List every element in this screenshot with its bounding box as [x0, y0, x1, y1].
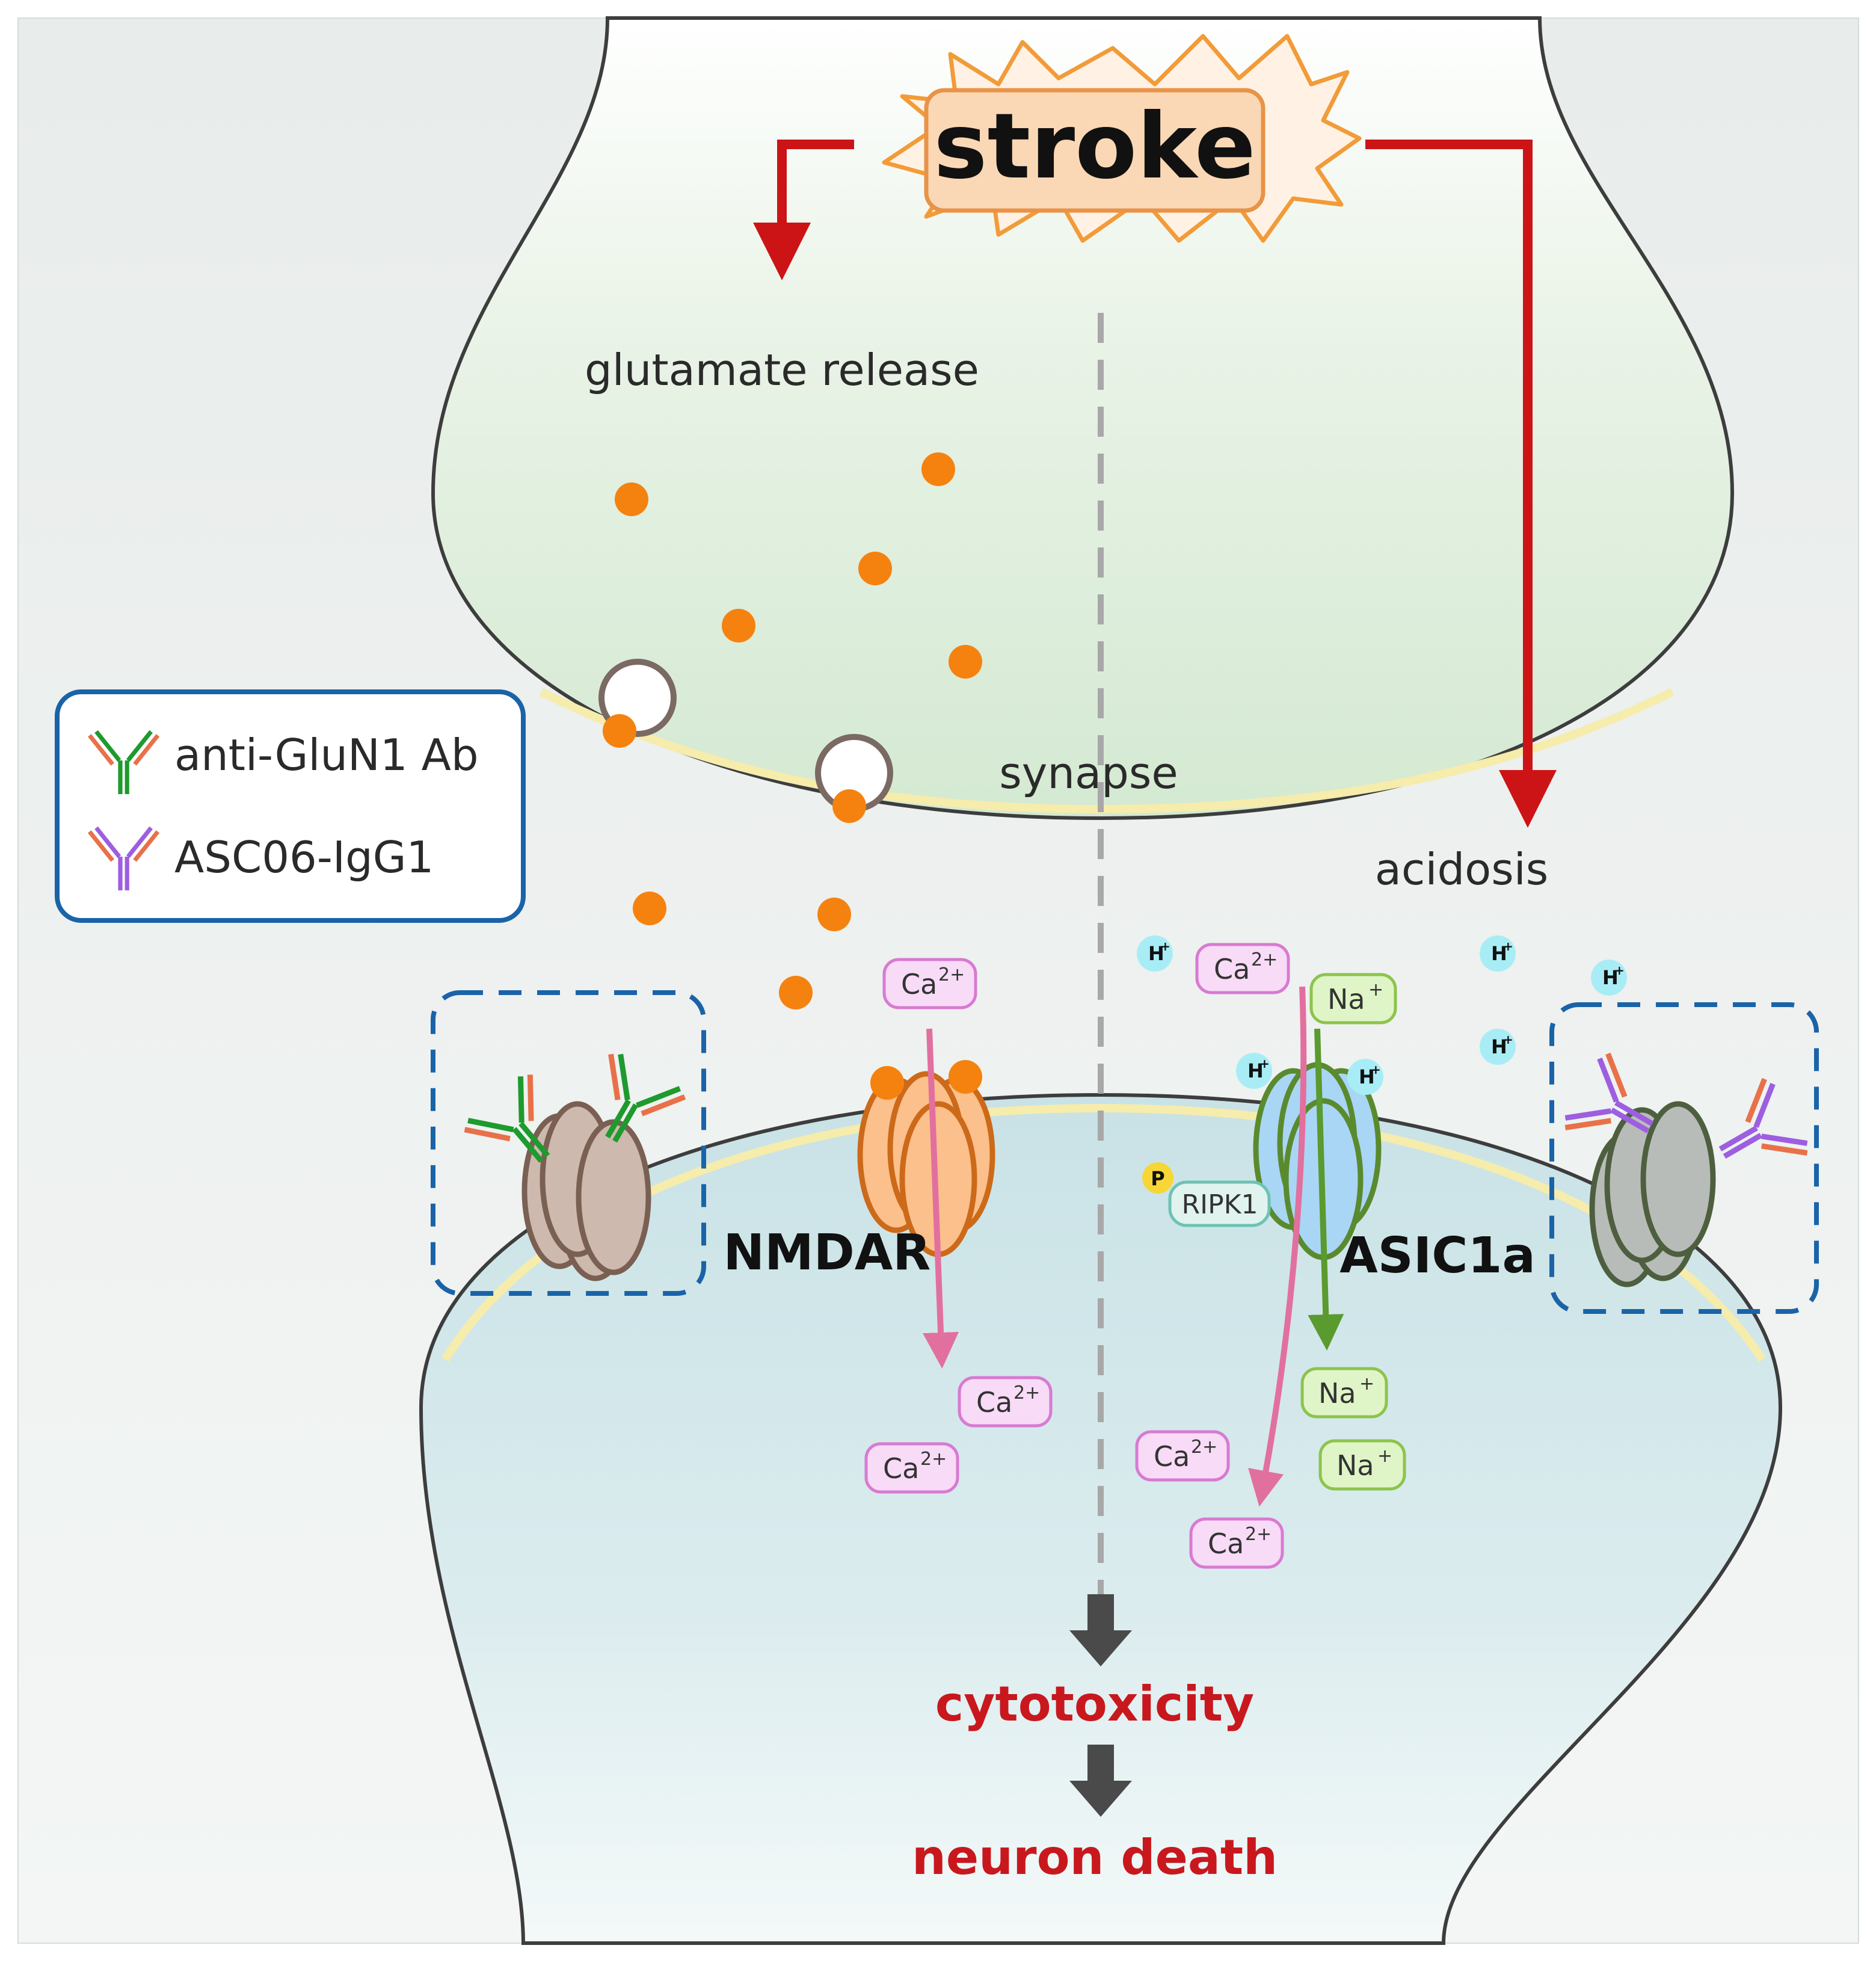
svg-text:+: +: [1503, 939, 1513, 954]
asic1a-antibody-inset: [1549, 1002, 1819, 1314]
svg-text:Ca: Ca: [976, 1386, 1012, 1419]
proton: H +: [1236, 1053, 1272, 1089]
acidosis-pathway-arrow: [1365, 140, 1557, 828]
asic1a-calcium-influx-arrow: [1248, 986, 1307, 1507]
calcium-ion: Ca 2+: [882, 958, 977, 1009]
nmdar-label: NMDAR: [724, 1224, 931, 1281]
svg-text:Na: Na: [1336, 1449, 1374, 1482]
svg-text:+: +: [1371, 1062, 1381, 1077]
svg-text:H: H: [1602, 966, 1619, 989]
svg-text:Ca: Ca: [883, 1452, 919, 1485]
sodium-ion: Na +: [1300, 1367, 1388, 1419]
nmdar-calcium-influx-arrow: [923, 1028, 959, 1369]
blocked-nmdar-channel: [521, 1101, 651, 1281]
svg-text:2+: 2+: [1191, 1437, 1217, 1458]
legend-label-anti-glun1: anti-GluN1 Ab: [174, 730, 479, 780]
svg-text:+: +: [1160, 939, 1170, 954]
calcium-ion: Ca 2+: [1189, 1517, 1284, 1569]
svg-text:+: +: [1259, 1056, 1270, 1071]
svg-text:+: +: [1359, 1373, 1374, 1394]
stroke-burst-icon: [882, 34, 1362, 243]
calcium-ion: Ca 2+: [1195, 943, 1290, 994]
legend-label-asc06: ASC06-IgG1: [174, 832, 434, 883]
svg-text:2+: 2+: [1245, 1524, 1272, 1545]
glutamate-pathway-arrow: [753, 140, 854, 280]
glutamate-molecule: [817, 898, 851, 931]
svg-text:Ca: Ca: [1154, 1440, 1190, 1473]
glutamate-molecule: [722, 609, 755, 643]
cytotoxicity-label: cytotoxicity: [935, 1676, 1254, 1732]
glutamate-molecule: [603, 714, 636, 748]
proton: H +: [1480, 935, 1516, 972]
ripk1-label: RIPK1: [1182, 1189, 1258, 1220]
asic1a-sodium-influx-arrow: [1308, 1028, 1344, 1351]
proton: H +: [1480, 1029, 1516, 1065]
svg-text:Na: Na: [1318, 1377, 1356, 1410]
sodium-ion: Na +: [1309, 973, 1397, 1025]
svg-text:2+: 2+: [938, 964, 965, 985]
sodium-ion: Na +: [1318, 1439, 1406, 1491]
proton: H +: [1347, 1059, 1383, 1095]
calcium-ion: Ca 2+: [1135, 1430, 1230, 1482]
bound-glutamate: [870, 1066, 904, 1100]
presynaptic-terminal: [431, 16, 1735, 821]
bound-glutamate: [949, 1060, 982, 1094]
glutamate-molecule: [921, 452, 955, 486]
svg-text:2+: 2+: [1013, 1382, 1040, 1404]
glutamate-molecules: [603, 452, 982, 1009]
nmdar-antibody-inset: [431, 990, 706, 1296]
svg-text:+: +: [1614, 963, 1625, 978]
neuron-death-arrow: [1069, 1745, 1132, 1817]
neuron-death-label: neuron death: [912, 1829, 1278, 1885]
svg-text:2+: 2+: [920, 1449, 947, 1470]
cytotoxicity-arrow: [1069, 1594, 1132, 1666]
stroke-label: stroke: [933, 94, 1255, 199]
asic1a-label: ASIC1a: [1339, 1227, 1536, 1284]
svg-text:H: H: [1491, 1035, 1507, 1058]
glutamate-molecule: [633, 892, 666, 925]
proton: H +: [1137, 935, 1173, 972]
svg-text:H: H: [1247, 1059, 1264, 1082]
glutamate-release-label: glutamate release: [585, 345, 979, 395]
glutamate-molecule: [858, 552, 892, 585]
svg-text:+: +: [1377, 1446, 1392, 1467]
svg-text:Ca: Ca: [1208, 1527, 1244, 1560]
postsynaptic-terminal: [419, 1092, 1783, 1945]
calcium-ion: Ca 2+: [864, 1442, 959, 1494]
acidosis-label: acidosis: [1375, 844, 1549, 895]
svg-text:+: +: [1503, 1032, 1513, 1047]
glutamate-molecule: [615, 482, 648, 516]
legend: anti-GluN1 Ab ASC06-IgG1: [55, 689, 526, 923]
proton: H +: [1591, 960, 1627, 996]
ripk1-complex: RIPK1 P: [1142, 1162, 1271, 1227]
blocked-asic1a-channel: [1589, 1101, 1716, 1287]
svg-text:Ca: Ca: [901, 968, 937, 1000]
legend-box: [55, 689, 526, 923]
glutamate-molecule: [832, 789, 866, 823]
svg-text:+: +: [1368, 979, 1383, 1000]
calcium-ion: Ca 2+: [958, 1376, 1053, 1428]
svg-text:H: H: [1148, 942, 1164, 965]
svg-text:2+: 2+: [1251, 949, 1278, 970]
phospho-label: P: [1151, 1167, 1164, 1190]
synapse-label: synapse: [999, 748, 1178, 798]
glutamate-molecule: [949, 645, 982, 679]
svg-text:H: H: [1359, 1065, 1375, 1088]
glutamate-molecule: [779, 976, 813, 1009]
svg-text:Na: Na: [1327, 983, 1365, 1015]
phospho-marker: [1142, 1162, 1173, 1194]
svg-text:H: H: [1491, 942, 1507, 965]
svg-text:Ca: Ca: [1214, 953, 1250, 985]
